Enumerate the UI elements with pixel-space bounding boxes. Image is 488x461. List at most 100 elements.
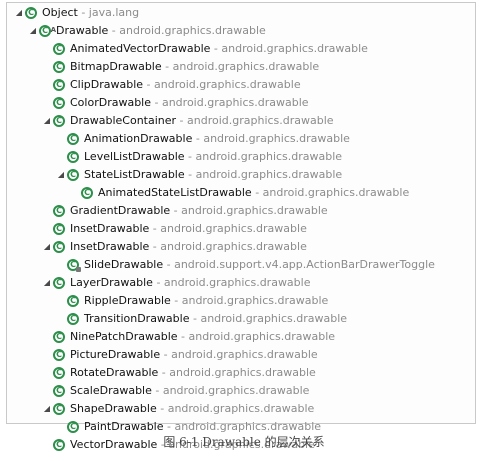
package-name: android.graphics.drawable [171,348,318,361]
package-name: android.graphics.drawable [160,240,307,253]
figure-caption: 图 6-1 Drawable 的层次关系 [163,435,325,449]
package-name: android.graphics.drawable [195,150,343,163]
expanded-triangle-icon[interactable]: ◢ [43,404,51,413]
package-name: android.graphics.drawable [172,60,320,73]
class-icon: C [67,421,79,433]
name-package-separator: - [143,78,155,91]
name-package-separator: - [161,60,173,73]
twisty-spacer [41,328,53,346]
expanded-triangle-icon[interactable]: ◢ [43,278,51,287]
class-icon: C [53,367,65,379]
package-name: android.graphics.drawable [169,366,316,379]
class-name: AnimationDrawable [84,132,193,145]
twisty-spacer [41,364,53,382]
abstract-class-icon: C [39,21,56,39]
name-package-separator: - [192,132,204,145]
tree-row[interactable]: C PaintDrawable - android.graphics.drawab… [55,418,321,436]
class-name: ColorDrawable [70,96,151,109]
twisty-spacer [41,382,53,400]
class-icon: C [53,349,65,361]
name-package-separator: - [151,96,162,109]
name-package-separator: - [158,366,170,379]
name-package-separator: - [156,402,168,415]
class-icon: C [67,151,79,163]
class-icon: C [53,385,65,397]
package-name: android.support.v4.app.ActionBarDrawerTo… [174,258,435,271]
package-name: android.graphics.drawable [221,42,368,55]
package-name: android.graphics.drawable [174,420,322,433]
package-name: android.graphics.drawable [154,78,301,91]
name-package-separator: - [149,240,161,253]
package-name: android.graphics.drawable [162,384,310,397]
package-name: android.graphics.drawable [168,438,315,451]
twisty-spacer [41,40,53,58]
name-package-separator: - [189,312,201,325]
class-icon: C [53,439,65,451]
class-icon: C [81,187,93,199]
expanded-triangle-icon[interactable]: ◢ [43,116,51,125]
class-name: ClipDrawable [70,78,144,91]
expanded-triangle-icon[interactable]: ◢ [15,8,23,17]
class-icon: C [53,97,65,109]
class-icon: C [53,115,65,127]
name-package-separator: - [108,24,120,37]
class-icon: C [53,205,65,217]
class-name: ShapeDrawable [70,402,157,415]
nested-class-icon: C [67,259,81,272]
tree-row[interactable]: C RotateDrawable - android.graphics.drawa… [41,364,316,382]
tree-row[interactable]: C ColorDrawable - android.graphics.drawab… [41,94,309,112]
package-name: android.graphics.drawable [181,204,328,217]
expanded-triangle-icon[interactable]: ◢ [57,170,65,179]
class-name: PaintDrawable [84,420,164,433]
class-name: VectorDrawable [70,438,158,451]
name-package-separator: - [151,384,163,397]
name-package-separator: - [210,42,222,55]
name-package-separator: - [163,258,175,271]
name-package-separator: - [163,420,175,433]
package-name: android.graphics.drawable [160,222,307,235]
name-package-separator: - [170,204,182,217]
class-name: BitmapDrawable [70,60,162,73]
name-package-separator: - [77,6,89,19]
expanded-triangle-icon[interactable]: ◢ [29,26,37,35]
twisty-spacer [41,220,53,238]
package-name: android.graphics.drawable [161,96,309,109]
name-package-separator: - [160,348,172,361]
class-name: StateListDrawable [84,168,185,181]
class-icon: C [53,241,65,253]
class-icon: C [67,295,79,307]
class-name: LayerDrawable [70,276,153,289]
expanded-triangle-icon[interactable]: ◢ [43,242,51,251]
name-package-separator: - [152,276,164,289]
name-package-separator: - [170,294,182,307]
name-package-separator: - [176,114,187,127]
package-name: android.graphics.drawable [163,276,311,289]
package-name: android.graphics.drawable [181,294,329,307]
twisty-spacer [55,256,67,274]
class-name: RotateDrawable [70,366,159,379]
class-name: AnimatedVectorDrawable [70,42,211,55]
